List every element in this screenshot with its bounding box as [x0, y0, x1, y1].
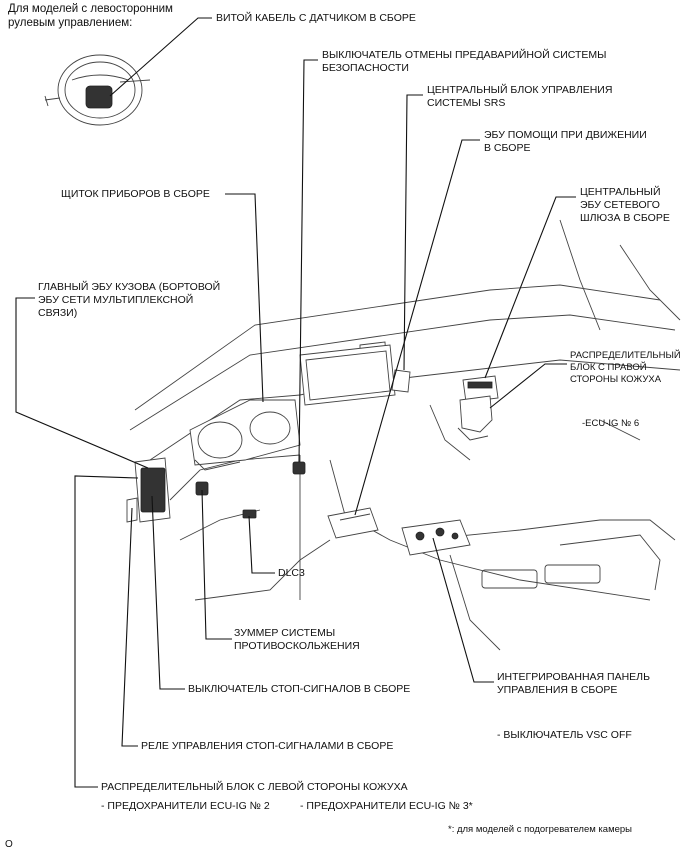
label-skid-buzzer: ЗУММЕР СИСТЕМЫ ПРОТИВОСКОЛЬЖЕНИЯ	[234, 627, 360, 652]
combination-meter-art	[189, 399, 301, 471]
pcs-off-switch-art	[292, 461, 306, 475]
dashboard-outline	[129, 219, 681, 651]
label-stop-light-switch: ВЫКЛЮЧАТЕЛЬ СТОП-СИГНАЛОВ В СБОРЕ	[188, 683, 411, 695]
steering-wheel-inset	[44, 54, 151, 126]
corner-mark: O	[5, 839, 13, 850]
label-vsc-off-switch: - ВЫКЛЮЧАТЕЛЬ VSC OFF	[497, 729, 632, 741]
label-lh-junction-block: РАСПРЕДЕЛИТЕЛЬНЫЙ БЛОК С ЛЕВОЙ СТОРОНЫ К…	[101, 781, 408, 793]
label-combination-meter: ЩИТОК ПРИБОРОВ В СБОРЕ	[61, 188, 210, 200]
label-driving-support-ecu: ЭБУ ПОМОЩИ ПРИ ДВИЖЕНИИ В СБОРЕ	[484, 129, 647, 154]
srs-center-art	[391, 369, 411, 393]
main-body-ecu-art	[126, 457, 171, 523]
label-srs-center: ЦЕНТРАЛЬНЫЙ БЛОК УПРАВЛЕНИЯ СИСТЕМЫ SRS	[427, 84, 613, 109]
integrated-panel-art	[401, 519, 471, 556]
rh-junction-block-art	[457, 395, 493, 441]
label-dlc3: DLC3	[278, 567, 305, 579]
footnote: *: для моделей с подогревателем камеры	[448, 824, 633, 835]
label-gateway-ecu: ЦЕНТРАЛЬНЫЙ ЭБУ СЕТЕВОГО ШЛЮЗА В СБОРЕ	[580, 186, 670, 224]
label-spiral-cable: ВИТОЙ КАБЕЛЬ С ДАТЧИКОМ В СБОРЕ	[216, 12, 416, 24]
label-fuse-ecu-ig-3: - ПРЕДОХРАНИТЕЛИ ECU-IG № 3*	[300, 800, 473, 812]
gateway-ecu-art	[462, 375, 499, 403]
leader-lines	[15, 17, 576, 788]
label-integrated-panel: ИНТЕГРИРОВАННАЯ ПАНЕЛЬ УПРАВЛЕНИЯ В СБОР…	[497, 671, 650, 696]
label-stop-light-relay: РЕЛЕ УПРАВЛЕНИЯ СТОП-СИГНАЛАМИ В СБОРЕ	[141, 740, 394, 752]
lhd-models-note: Для моделей с левосторонним рулевым упра…	[8, 3, 173, 29]
label-main-body-ecu: ГЛАВНЫЙ ЭБУ КУЗОВА (БОРТОВОЙ ЭБУ СЕТИ МУ…	[38, 281, 221, 319]
label-rh-junction-block: РАСПРЕДЕЛИТЕЛЬНЫЙ БЛОК С ПРАВОЙ СТОРОНЫ …	[570, 350, 681, 385]
driving-support-ecu-art	[327, 507, 379, 539]
label-pcs-off-switch: ВЫКЛЮЧАТЕЛЬ ОТМЕНЫ ПРЕДАВАРИЙНОЙ СИСТЕМЫ…	[322, 49, 607, 74]
center-display	[299, 344, 396, 406]
label-ecu-ig-6: -ECU-IG № 6	[582, 418, 640, 429]
spiral-cable-mark	[85, 85, 113, 109]
label-fuse-ecu-ig-2: - ПРЕДОХРАНИТЕЛИ ECU-IG № 2	[101, 800, 270, 812]
